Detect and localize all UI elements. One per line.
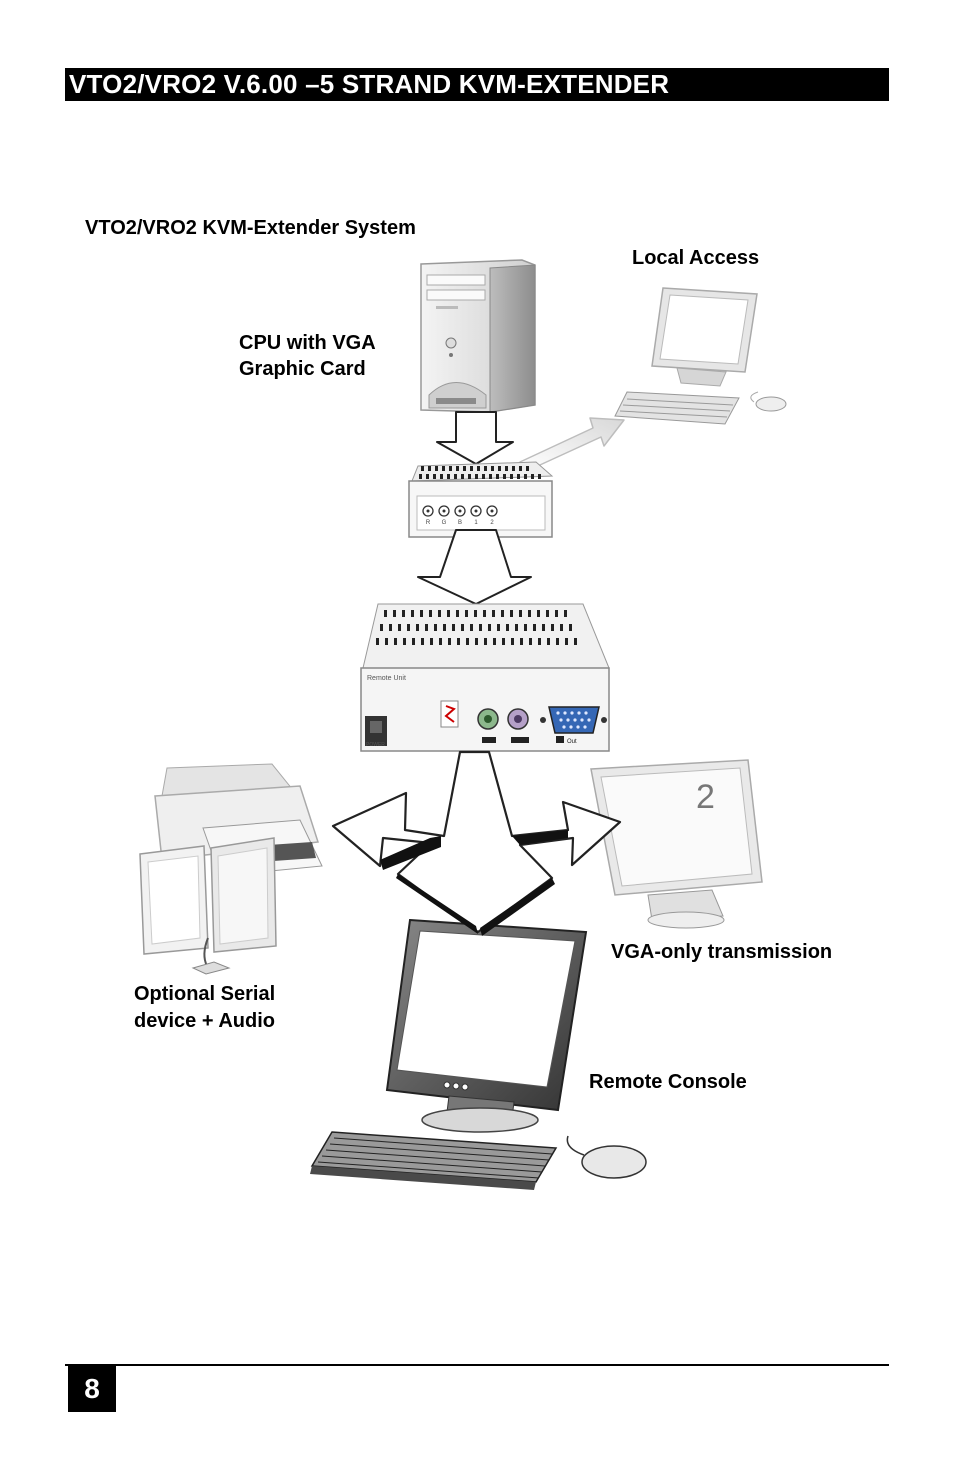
cpu-to-local-unit-arrow xyxy=(436,411,514,465)
mouse-icon xyxy=(566,1135,647,1179)
cpu-tower-icon xyxy=(420,259,536,413)
cpu-label-line1: CPU with VGA xyxy=(239,332,376,354)
vga-only-label: VGA-only transmission xyxy=(611,941,833,963)
page-number: 8 xyxy=(68,1365,116,1412)
speakers-icon xyxy=(139,837,277,975)
local-access-label: Local Access xyxy=(632,247,760,269)
port-label-b: B xyxy=(458,520,462,526)
local-unit-icon xyxy=(408,461,554,538)
split-arrow-shading xyxy=(380,830,568,936)
remote-console-label: Remote Console xyxy=(589,1071,747,1093)
remote-unit-split-arrow xyxy=(331,750,622,934)
monitor-number: 2 xyxy=(696,778,715,816)
port-label-2: 2 xyxy=(490,520,494,526)
serial-audio-label-line2: device + Audio xyxy=(134,1010,275,1032)
remote-console-monitor-icon xyxy=(385,918,588,1133)
local-to-remote-unit-arrow xyxy=(417,529,532,605)
footer-rule xyxy=(65,1364,889,1366)
remote-unit-label: Remote Unit xyxy=(367,675,406,682)
serial-audio-label-line1: Optional Serial xyxy=(134,983,276,1005)
port-label-1: 1 xyxy=(474,520,478,526)
diagram-title: VTO2/VRO2 KVM-Extender System xyxy=(85,217,416,239)
vga-out-label: Out xyxy=(567,739,577,745)
remote-unit-icon xyxy=(360,603,610,752)
port-label-r: R xyxy=(426,520,431,526)
local-unit-to-local-access-arrow xyxy=(519,417,625,471)
power-label: POWER xyxy=(366,742,385,748)
cpu-label-line2: Graphic Card xyxy=(239,358,366,380)
page-header-title: VTO2/VRO2 V.6.00 –5 STRAND KVM-EXTENDER xyxy=(69,69,670,99)
local-access-workstation-icon xyxy=(614,287,787,425)
keyboard-icon xyxy=(310,1131,558,1190)
port-label-g: G xyxy=(442,520,447,526)
second-monitor-icon: 2 xyxy=(590,759,763,929)
header-bar: VTO2/VRO2 V.6.00 –5 STRAND KVM-EXTENDER xyxy=(65,68,889,101)
